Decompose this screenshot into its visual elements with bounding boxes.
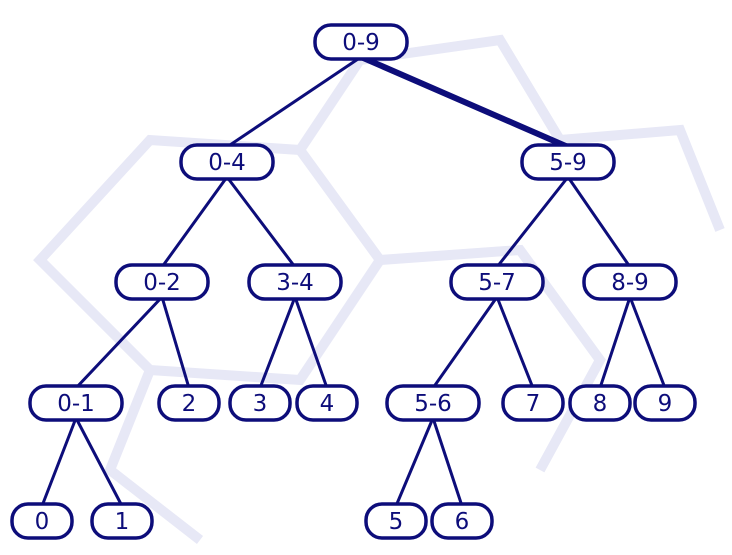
tree-node-box bbox=[90, 502, 154, 540]
tree-node-3-4: 3-4 bbox=[247, 263, 343, 301]
tree-node-box bbox=[449, 263, 545, 301]
tree-node-1: 1 bbox=[90, 502, 154, 540]
tree-node-5-7: 5-7 bbox=[449, 263, 545, 301]
tree-node-box bbox=[10, 502, 74, 540]
tree-node-label: 0-2 bbox=[143, 270, 181, 296]
tree-node-label: 1 bbox=[115, 509, 130, 535]
tree-node-label: 0-9 bbox=[342, 30, 380, 56]
tree-node-label: 2 bbox=[182, 391, 197, 417]
tree-node-label: 3-4 bbox=[276, 270, 314, 296]
tree-node-0-4: 0-4 bbox=[179, 143, 275, 181]
tree-node-label: 8 bbox=[593, 391, 608, 417]
edge-0-9-to-0-4 bbox=[225, 55, 363, 149]
tree-node-box bbox=[228, 384, 292, 422]
tree-node-box bbox=[633, 384, 697, 422]
edge-0-1-to-1 bbox=[74, 416, 124, 508]
tree-node-label: 4 bbox=[320, 391, 335, 417]
edge-5-7-to-5-6 bbox=[431, 295, 499, 390]
tree-node-box bbox=[114, 263, 210, 301]
tree-node-5-6: 5-6 bbox=[385, 384, 481, 422]
tree-node-box bbox=[520, 143, 616, 181]
tree-node-0-2: 0-2 bbox=[114, 263, 210, 301]
nodes-layer: 0-9 0-4 5-9 0-2 3-4 5-7 8-9 0-1 2 3 4 5-6 7 8 9 0 1 5 6 bbox=[10, 23, 697, 540]
tree-node-box bbox=[28, 384, 124, 422]
edge-5-9-to-5-7 bbox=[495, 175, 570, 269]
edge-8-9-to-8 bbox=[598, 295, 632, 390]
tree-node-2: 2 bbox=[157, 384, 221, 422]
tree-node-label: 9 bbox=[658, 391, 673, 417]
tree-node-label: 8-9 bbox=[611, 270, 649, 296]
tree-node-8-9: 8-9 bbox=[582, 263, 678, 301]
tree-node-label: 7 bbox=[526, 391, 541, 417]
edge-0-4-to-0-2 bbox=[160, 175, 229, 269]
tree-node-box bbox=[157, 384, 221, 422]
tree-node-label: 5-7 bbox=[478, 270, 516, 296]
tree-node-box bbox=[364, 502, 428, 540]
edge-5-7-to-7 bbox=[495, 295, 535, 390]
tree-node-box bbox=[179, 143, 275, 181]
edge-5-9-to-8-9 bbox=[566, 175, 632, 269]
tree-node-8: 8 bbox=[568, 384, 632, 422]
tree-node-box bbox=[582, 263, 678, 301]
edges-layer bbox=[40, 54, 667, 508]
edge-0-4-to-3-4 bbox=[225, 175, 297, 269]
edge-0-2-to-2 bbox=[160, 295, 191, 390]
tree-node-box bbox=[295, 384, 359, 422]
tree-node-box bbox=[313, 23, 409, 61]
edge-5-6-to-6 bbox=[431, 416, 464, 508]
tree-node-box bbox=[385, 384, 481, 422]
tree-node-label: 0-1 bbox=[57, 391, 95, 417]
tree-node-box bbox=[247, 263, 343, 301]
tree-node-7: 7 bbox=[501, 384, 565, 422]
tree-node-0: 0 bbox=[10, 502, 74, 540]
tree-node-label: 0-4 bbox=[208, 150, 246, 176]
edge-0-2-to-0-1 bbox=[74, 295, 164, 390]
tree-node-label: 3 bbox=[253, 391, 268, 417]
tree-node-label: 5-9 bbox=[549, 150, 587, 176]
tree-node-9: 9 bbox=[633, 384, 697, 422]
tree-node-label: 5 bbox=[389, 509, 404, 535]
tree-node-label: 0 bbox=[35, 509, 50, 535]
edge-5-6-to-5 bbox=[394, 416, 435, 508]
tree-node-box bbox=[568, 384, 632, 422]
edge-0-9-to-5-9 bbox=[358, 54, 571, 150]
tree-node-0-9: 0-9 bbox=[313, 23, 409, 61]
edge-0-1-to-0 bbox=[40, 416, 78, 508]
edge-8-9-to-9 bbox=[628, 295, 667, 390]
tree-node-6: 6 bbox=[430, 502, 494, 540]
tree-node-5: 5 bbox=[364, 502, 428, 540]
tree-node-4: 4 bbox=[295, 384, 359, 422]
tree-node-label: 5-6 bbox=[414, 391, 452, 417]
tree-node-0-1: 0-1 bbox=[28, 384, 124, 422]
tree-node-5-9: 5-9 bbox=[520, 143, 616, 181]
tree-node-label: 6 bbox=[455, 509, 470, 535]
edge-3-4-to-4 bbox=[293, 295, 329, 390]
tree-node-3: 3 bbox=[228, 384, 292, 422]
tree-node-box bbox=[430, 502, 494, 540]
tree-node-box bbox=[501, 384, 565, 422]
edge-3-4-to-3 bbox=[258, 295, 297, 390]
background-watermark bbox=[33, 34, 725, 544]
